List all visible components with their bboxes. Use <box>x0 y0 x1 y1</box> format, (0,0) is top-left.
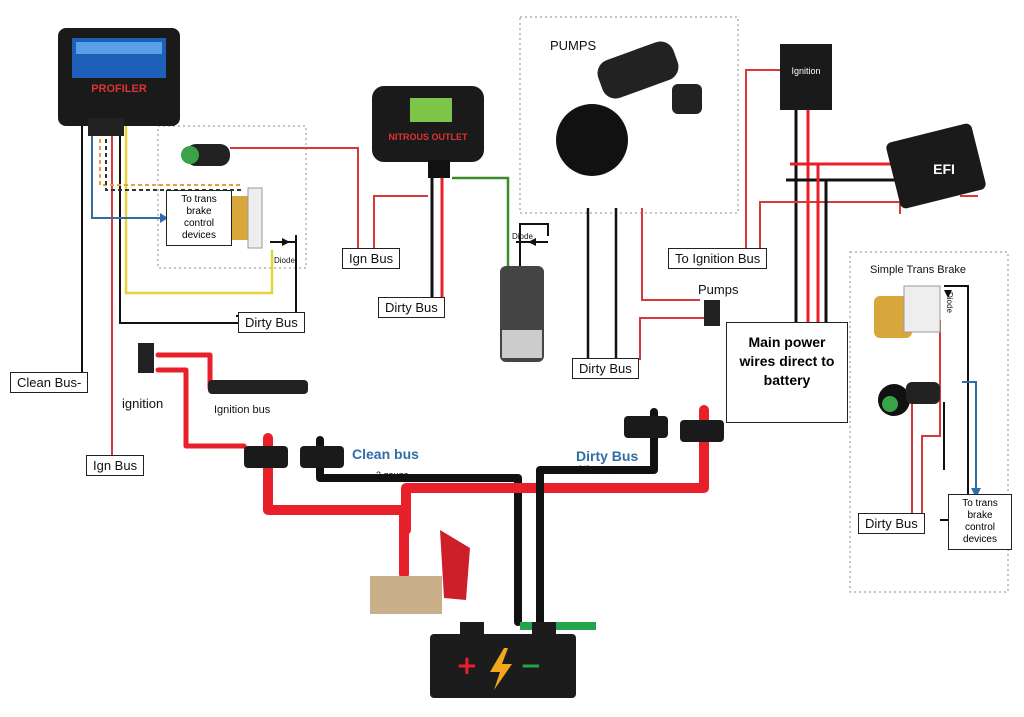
diode-icon-center <box>528 238 536 246</box>
diode-left-label: Diode <box>274 256 295 265</box>
wire-ign-box-red <box>745 69 782 250</box>
nitrous-solenoid <box>500 266 544 362</box>
ignition-toggle <box>138 343 154 373</box>
to-trans-left-line-4: devices <box>182 230 216 241</box>
to-trans-left-line-2: brake <box>186 206 212 217</box>
efi-box-label: EFI <box>933 161 955 177</box>
wire-stb-red2 <box>921 320 941 515</box>
wire-pump-red <box>641 208 700 301</box>
wire-solenoid-black <box>519 223 549 270</box>
to-trans-right-line-1: To trans <box>962 498 998 509</box>
wire-stb-blue <box>962 381 977 490</box>
dirty-bus-terminals <box>624 416 724 442</box>
wire-stb-red1 <box>911 387 920 515</box>
cable-clean-red <box>263 433 409 579</box>
trans-brake-solenoid-left <box>226 187 263 249</box>
dirty-bus-left-label: Dirty Bus <box>238 312 305 333</box>
to-trans-left-line-1: To trans <box>181 194 217 205</box>
wire-orange-dash <box>99 125 240 186</box>
wire-blue-trans <box>91 125 160 219</box>
main-fuse-block <box>370 530 470 614</box>
cable-battery-red <box>401 405 709 535</box>
clean-bus-minus-label: Clean Bus- <box>10 372 89 393</box>
wire-efi-right <box>899 195 978 214</box>
trans-brake-solenoid-right <box>874 285 941 338</box>
blue-arrow-right <box>971 488 981 498</box>
ignition-box-label: Ignition <box>791 66 820 76</box>
diode-icon-right <box>944 290 952 298</box>
to-trans-brake-note-right: To trans brake control devices <box>948 494 1012 550</box>
wire-profiler-red-top <box>230 147 359 250</box>
pumps-title: PUMPS <box>550 38 597 53</box>
to-trans-right-line-3: control <box>964 522 995 533</box>
nitrous-controller: NITROUS OUTLET <box>372 86 484 178</box>
wire-efi-thin <box>759 201 900 250</box>
pumps-switch-label: Pumps <box>698 282 739 297</box>
ignition-bus-bar <box>208 380 308 394</box>
to-trans-right-line-4: devices <box>963 534 997 545</box>
to-trans-brake-note-left: To trans brake control devices <box>166 190 232 246</box>
battery: + − <box>430 622 576 698</box>
clean-bus-terminals <box>244 446 344 468</box>
ignition-bus-label: Ignition bus <box>214 404 271 416</box>
to-ignition-bus-label: To Ignition Bus <box>668 248 768 269</box>
push-button-right <box>878 382 940 416</box>
dirty-bus-pumps-label: Dirty Bus <box>572 358 639 379</box>
to-trans-left-line-3: control <box>183 218 214 229</box>
wire-pump-switch-red <box>639 317 704 360</box>
simple-trans-brake-title: Simple Trans Brake <box>870 264 966 276</box>
clean-bus-title: Clean bus <box>352 446 419 462</box>
ignition-box: Ignition <box>780 44 832 110</box>
simple-trans-brake-box <box>849 251 1009 593</box>
diode-center-label: Diode <box>512 232 533 241</box>
wire-nos-red <box>373 195 428 250</box>
dirty-bus-right-label: Dirty Bus <box>858 513 925 534</box>
cable-ignition-red-top <box>155 352 213 391</box>
clean-gauge-label: 2 gauge <box>376 470 409 480</box>
fuel-pumps <box>556 41 702 176</box>
diode-icon-left <box>282 238 290 246</box>
wire-yellow <box>124 125 274 295</box>
push-button-left <box>181 144 230 166</box>
diode-right-label: Diode <box>945 292 954 313</box>
pumps-group-box <box>519 16 739 214</box>
cable-dirty-black <box>536 408 658 626</box>
main-power-line-3: battery <box>763 372 811 388</box>
svg-text:+: + <box>456 651 478 681</box>
ignition-switch-label: ignition <box>122 396 164 411</box>
dirty-bus-title: Dirty Bus <box>576 448 639 464</box>
to-trans-right-line-2: brake <box>967 510 993 521</box>
pumps-switch <box>704 300 720 326</box>
ign-bus-left-label: Ign Bus <box>86 455 145 476</box>
efi-box: EFI <box>886 123 986 209</box>
dirty-bus-center-label: Dirty Bus <box>378 297 445 318</box>
wire-nos-green <box>452 176 510 270</box>
lightning-icon <box>490 648 512 690</box>
svg-text:−: − <box>520 651 542 681</box>
main-power-line-2: wires direct to <box>739 353 835 369</box>
green-ground-bar <box>520 622 596 630</box>
wire-dirty-right <box>236 235 297 317</box>
dirty-gauge-label: 0/0 gauge <box>578 464 619 474</box>
nitrous-logo: NITROUS OUTLET <box>389 132 468 142</box>
cable-ignition-red <box>155 367 247 449</box>
blue-arrow-left <box>160 213 168 223</box>
main-power-line-1: Main power <box>748 334 826 350</box>
ign-bus-mid-label: Ign Bus <box>342 248 401 269</box>
profiler-controller: PROFILER <box>58 28 180 136</box>
profiler-logo: PROFILER <box>91 83 147 95</box>
main-power-note: Main power wires direct to battery <box>726 322 848 423</box>
